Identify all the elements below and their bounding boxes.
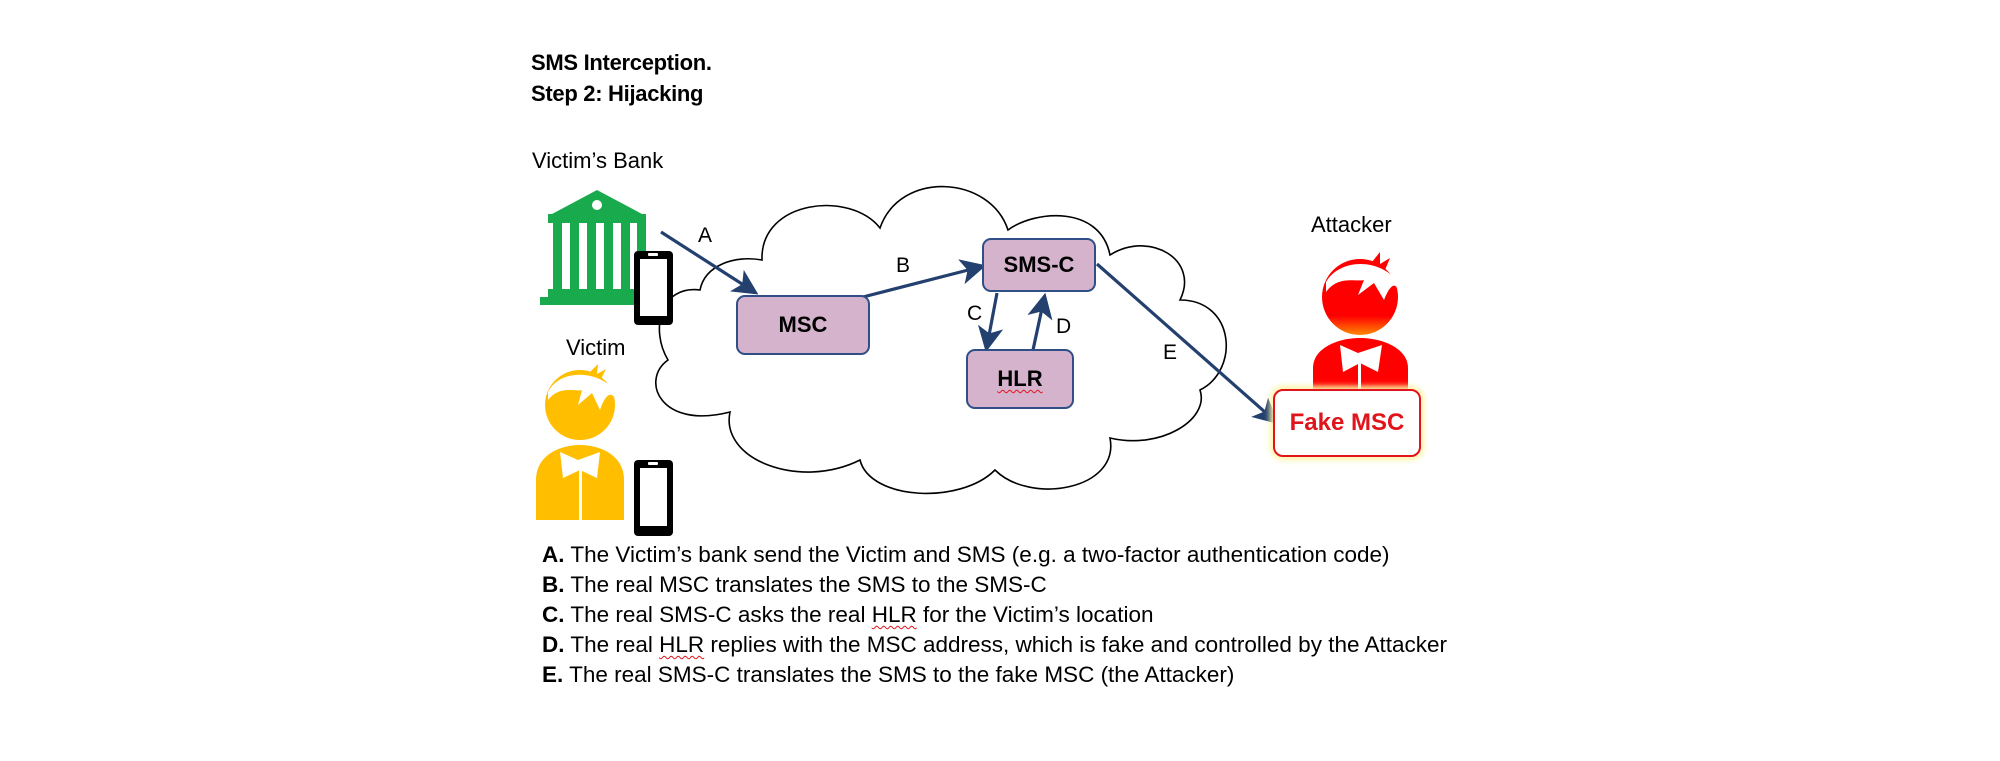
edge-label-C: C: [967, 302, 983, 325]
attacker-label: Attacker: [1311, 212, 1392, 237]
victim-label: Victim: [566, 335, 626, 360]
arrow-C: [977, 292, 1004, 353]
legend-key: C.: [542, 602, 565, 627]
title-line-1: SMS Interception.: [531, 50, 712, 75]
edge-label-E: E: [1163, 341, 1178, 364]
legend-item-C: C. The real SMS-C asks the real HLR for …: [542, 600, 1447, 630]
legend-key: D.: [542, 632, 565, 657]
legend-key: E.: [542, 662, 564, 687]
legend-item-B: B. The real MSC translates the SMS to th…: [542, 570, 1447, 600]
hlr-node-label: HLR: [997, 366, 1043, 391]
legend-text: The real SMS-C asks the real: [564, 602, 872, 627]
msc-node: MSC: [736, 295, 870, 355]
legend-hlr-term: HLR: [871, 602, 917, 627]
steps-legend: A. The Victim’s bank send the Victim and…: [542, 540, 1447, 690]
legend-key: B.: [542, 572, 565, 597]
legend-item-D: D. The real HLR replies with the MSC add…: [542, 630, 1447, 660]
arrow-E: [1095, 262, 1279, 425]
edge-label-A: A: [698, 224, 713, 247]
edge-arrows: [660, 230, 1279, 425]
legend-hlr-term: HLR: [659, 632, 705, 657]
arrow-A: [660, 230, 759, 295]
legend-item-E: E. The real SMS-C translates the SMS to …: [542, 660, 1447, 690]
fake-msc-node-label: Fake MSC: [1289, 409, 1405, 436]
bank-phone-icon: [634, 251, 673, 325]
fake-msc-node: Fake MSC: [1273, 389, 1421, 457]
victim-phone-icon: [634, 460, 673, 536]
legend-item-A: A. The Victim’s bank send the Victim and…: [542, 540, 1447, 570]
msc-node-label: MSC: [778, 312, 828, 337]
legend-text: The Victim’s bank send the Victim and SM…: [564, 542, 1390, 567]
legend-text: The real MSC translates the SMS to the S…: [564, 572, 1047, 597]
edge-label-B: B: [896, 254, 911, 277]
legend-text: for the Victim’s location: [916, 602, 1154, 627]
arrow-D: [1027, 292, 1053, 351]
legend-key: A.: [542, 542, 565, 567]
hlr-node: HLR: [966, 349, 1074, 409]
legend-text: The real SMS-C translates the SMS to the…: [563, 662, 1235, 687]
legend-text: replies with the MSC address, which is f…: [704, 632, 1448, 657]
attacker-person-icon: [1313, 252, 1408, 401]
arrow-B: [862, 259, 987, 299]
edge-label-D: D: [1056, 315, 1072, 338]
bank-building-icon: [540, 190, 655, 305]
legend-text: The real: [564, 632, 660, 657]
victim-person-icon: [536, 364, 624, 520]
bank-label: Victim’s Bank: [532, 148, 664, 173]
smsc-node-label: SMS-C: [1003, 252, 1075, 277]
smsc-node: SMS-C: [982, 238, 1096, 292]
title-line-2: Step 2: Hijacking: [531, 81, 704, 106]
